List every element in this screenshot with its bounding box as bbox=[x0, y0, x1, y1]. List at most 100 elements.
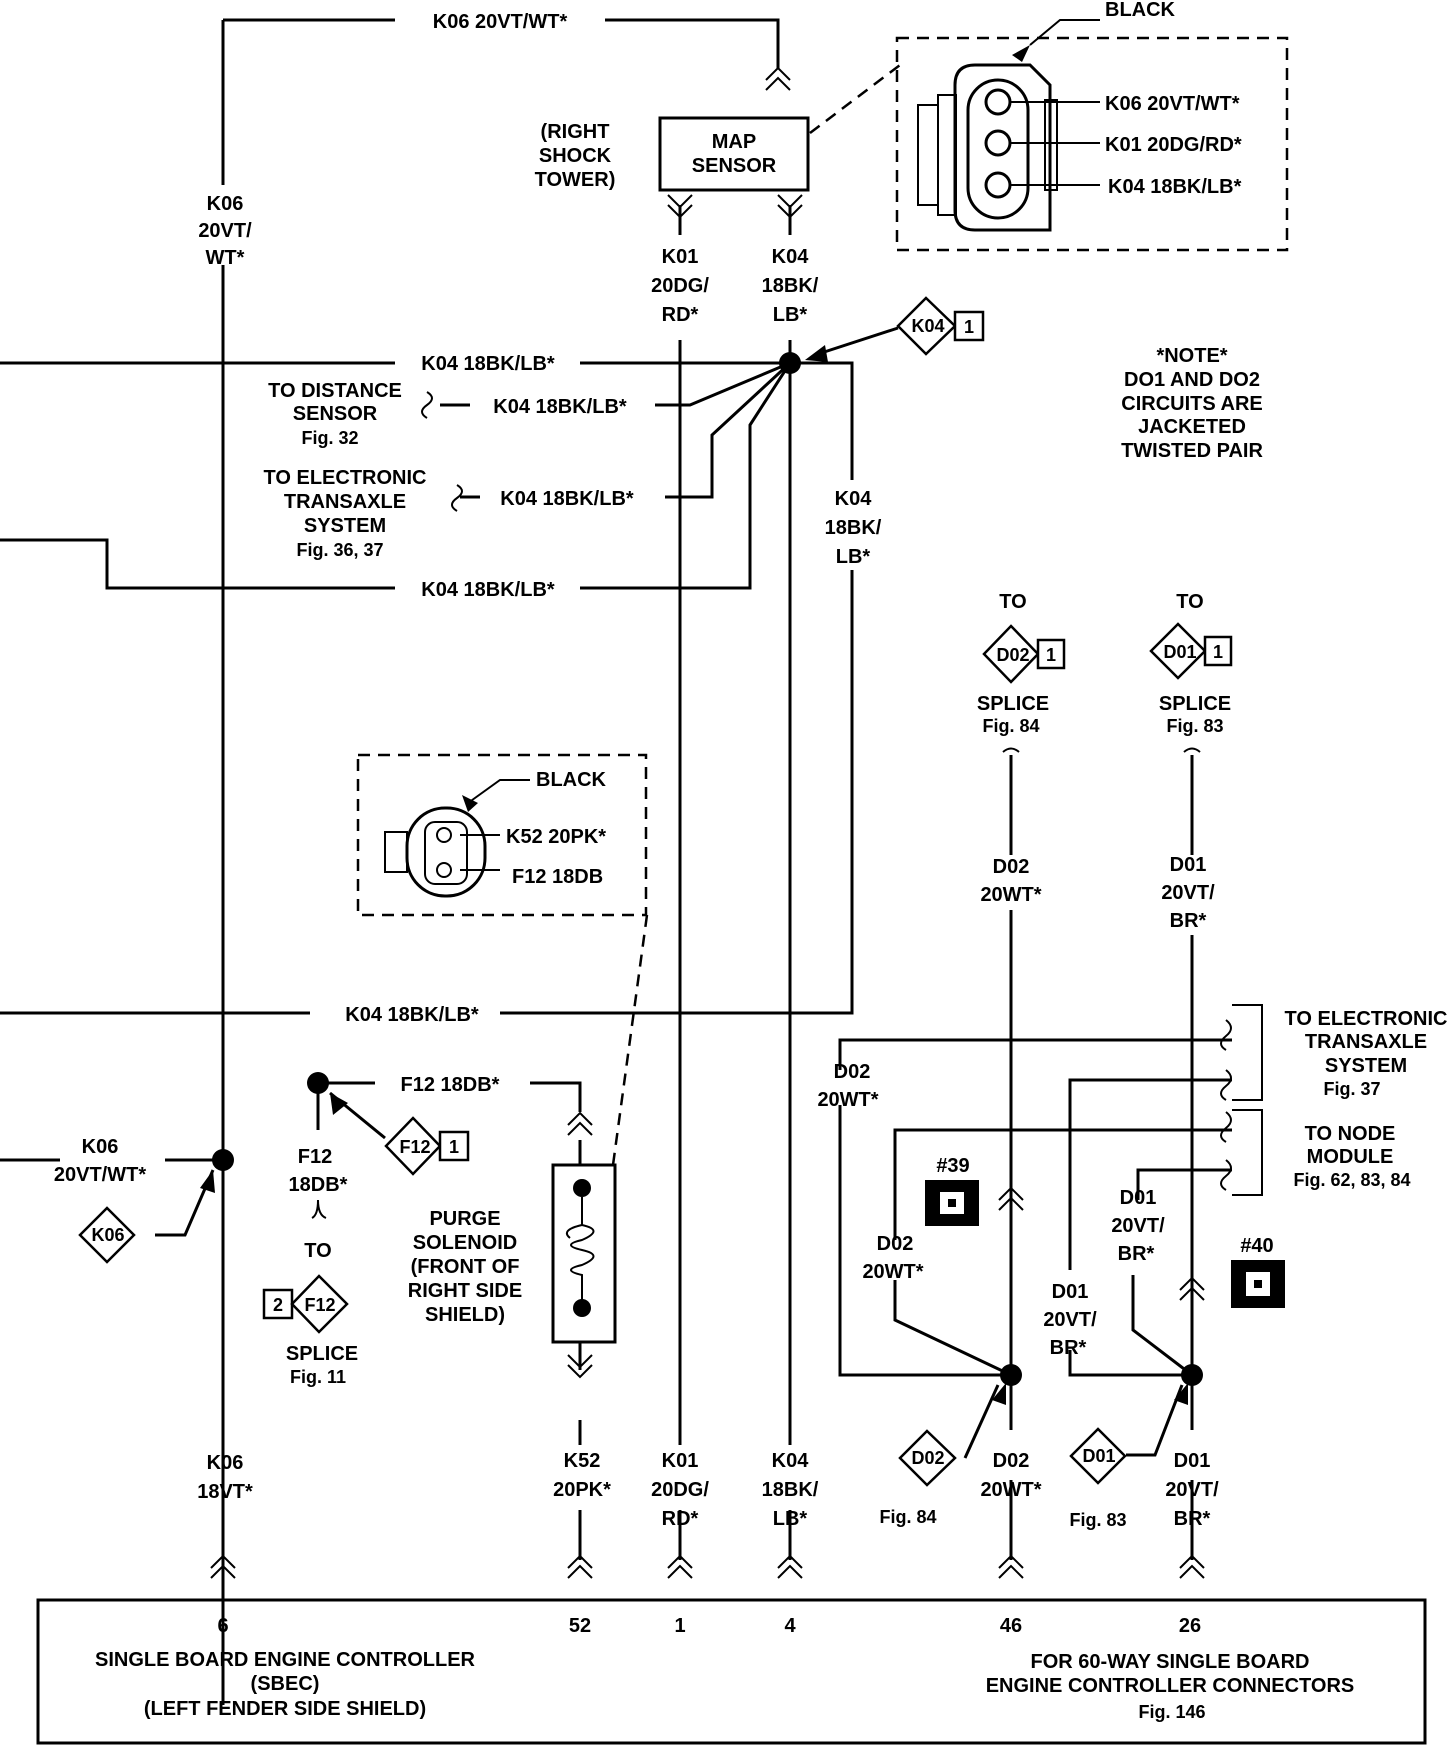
connector-40-label: #40 bbox=[1240, 1235, 1273, 1257]
connector-chevrons bbox=[210, 66, 1205, 1579]
map-pin-2-label: K01 20DG/RD* bbox=[1105, 134, 1242, 156]
ets2-label-1: TO ELECTRONIC bbox=[1285, 1008, 1448, 1030]
d02-l-label-1: D02 bbox=[834, 1061, 871, 1083]
splice-84-label: SPLICE bbox=[977, 693, 1049, 715]
pin-1: 1 bbox=[674, 1615, 685, 1637]
pin-6: 6 bbox=[217, 1615, 228, 1637]
sbec-label-3: (LEFT FENDER SIDE SHIELD) bbox=[144, 1698, 426, 1720]
k04-splice-num: 1 bbox=[964, 317, 974, 337]
pin-4: 4 bbox=[784, 1615, 796, 1637]
fig-84b: Fig. 84 bbox=[879, 1507, 936, 1527]
pin-46: 46 bbox=[1000, 1615, 1022, 1637]
splice-11-fig: Fig. 11 bbox=[290, 1367, 346, 1387]
k04-right-label-3: LB* bbox=[836, 546, 871, 568]
d02-splice-symbol: D02 1 bbox=[982, 624, 1066, 684]
k52-b-label-2: 20PK* bbox=[553, 1479, 611, 1501]
d01-a-label-2: 20VT/ bbox=[1161, 882, 1215, 904]
k06-vert-label-2: 20VT/ bbox=[198, 220, 252, 242]
d02-l-label-2: 20WT* bbox=[817, 1089, 878, 1111]
map-connector-color: BLACK bbox=[1105, 0, 1176, 21]
note-line-5: TWISTED PAIR bbox=[1121, 440, 1263, 462]
distance-sensor-label-1: TO DISTANCE bbox=[268, 380, 402, 402]
k04-h5-label: K04 18BK/LB* bbox=[345, 1004, 479, 1026]
map-sensor: MAP SENSOR bbox=[658, 116, 810, 192]
splice-84-fig: Fig. 84 bbox=[982, 716, 1039, 736]
d01-m-label-3: BR* bbox=[1050, 1337, 1087, 1359]
k01-label-1: K01 bbox=[662, 246, 699, 268]
d01-b-label-1: D01 bbox=[1174, 1450, 1211, 1472]
distance-sensor-label-2: SENSOR bbox=[293, 403, 378, 425]
f12-v-label-2: 18DB* bbox=[289, 1174, 348, 1196]
k04-h3-label: K04 18BK/LB* bbox=[500, 488, 634, 510]
sbec-label-2: (SBEC) bbox=[251, 1673, 320, 1695]
d01-l-label-2: 20VT/ bbox=[1111, 1215, 1165, 1237]
k04-splice-name: K04 bbox=[911, 316, 944, 336]
d02-a-label-2: 20WT* bbox=[980, 884, 1041, 906]
f12-splice-name: F12 bbox=[399, 1137, 430, 1157]
map-pin-1-label: K06 20VT/WT* bbox=[1105, 93, 1240, 115]
fig-83b: Fig. 83 bbox=[1069, 1510, 1126, 1530]
k04-b-label-3: LB* bbox=[773, 1508, 808, 1530]
arrowheads bbox=[200, 45, 1188, 1405]
note-line-4: JACKETED bbox=[1138, 416, 1246, 438]
k52-b-label-1: K52 bbox=[564, 1450, 601, 1472]
k06-splice-name: K06 bbox=[91, 1225, 124, 1245]
purge-connector-detail: BLACK K52 20PK* F12 18DB bbox=[356, 753, 648, 917]
node-fig: Fig. 62, 83, 84 bbox=[1293, 1170, 1410, 1190]
f12-splice2-symbol: 2 F12 bbox=[262, 1274, 349, 1334]
f12-splice-symbol: F12 1 bbox=[384, 1116, 470, 1176]
f12-splice2-num: 2 bbox=[273, 1295, 283, 1315]
purge-label-2: SOLENOID bbox=[413, 1232, 517, 1254]
sbec-label-1: SINGLE BOARD ENGINE CONTROLLER bbox=[95, 1649, 476, 1671]
k06-b-label-1: K06 bbox=[207, 1452, 244, 1474]
k04-right-label-1: K04 bbox=[835, 488, 873, 510]
d01-l-label-1: D01 bbox=[1120, 1187, 1157, 1209]
d01-splice-num: 1 bbox=[1213, 642, 1223, 662]
k04-label-3: LB* bbox=[773, 304, 808, 326]
purge-label-3: (FRONT OF bbox=[411, 1256, 520, 1278]
map-pin-3-label: K04 18BK/LB* bbox=[1108, 176, 1242, 198]
k01-b-label-3: RD* bbox=[662, 1508, 699, 1530]
note-line-1: *NOTE* bbox=[1156, 345, 1227, 367]
d01-bottom-splice-symbol: D01 bbox=[1069, 1427, 1127, 1485]
d02-a-label-1: D02 bbox=[993, 856, 1030, 878]
ets2-label-2: TRANSAXLE bbox=[1305, 1031, 1427, 1053]
k06-b-label-2: 18VT* bbox=[197, 1481, 253, 1503]
k06-l-label-2: 20VT/WT* bbox=[54, 1164, 146, 1186]
d01-b-label-2: 20VT/ bbox=[1165, 1479, 1219, 1501]
wire-breaks bbox=[421, 391, 1232, 1191]
right-shock-label-3: TOWER) bbox=[535, 169, 616, 191]
wires bbox=[0, 18, 1263, 1705]
k01-b-label-1: K01 bbox=[662, 1450, 699, 1472]
k01-label-3: RD* bbox=[662, 304, 699, 326]
purge-label-5: SHIELD) bbox=[425, 1304, 505, 1326]
map-sensor-label-2: SENSOR bbox=[692, 155, 777, 177]
splice-dots bbox=[212, 352, 1203, 1386]
f12-splice2-name: F12 bbox=[304, 1295, 335, 1315]
distance-sensor-fig: Fig. 32 bbox=[301, 428, 358, 448]
purge-solenoid bbox=[551, 1163, 617, 1344]
k04-splice-symbol: K04 1 bbox=[896, 296, 985, 356]
k06-splice-symbol: K06 bbox=[78, 1206, 136, 1264]
purge-label-1: PURGE bbox=[429, 1208, 500, 1230]
f12-h-label: F12 18DB* bbox=[401, 1074, 500, 1096]
d02-b-label-1: D02 bbox=[993, 1450, 1030, 1472]
map-sensor-label-1: MAP bbox=[712, 131, 756, 153]
right-shock-label-1: (RIGHT bbox=[541, 121, 610, 143]
d02-m-label-2: 20WT* bbox=[862, 1261, 923, 1283]
k01-label-2: 20DG/ bbox=[651, 275, 709, 297]
pin-52: 52 bbox=[569, 1615, 591, 1637]
ets2-label-3: SYSTEM bbox=[1325, 1055, 1407, 1077]
d02-bottom-splice-name: D02 bbox=[911, 1448, 944, 1468]
d02-splice-num: 1 bbox=[1046, 645, 1056, 665]
conn-fig: Fig. 146 bbox=[1138, 1702, 1205, 1722]
d01-m-label-1: D01 bbox=[1052, 1281, 1089, 1303]
ets-fig: Fig. 36, 37 bbox=[296, 540, 383, 560]
conn-label-2: ENGINE CONTROLLER CONNECTORS bbox=[986, 1675, 1355, 1697]
sbec-module: 6 52 1 4 46 26 SINGLE BOARD ENGINE CONTR… bbox=[36, 1598, 1427, 1745]
to-d01-label: TO bbox=[1176, 591, 1203, 613]
d01-a-label-3: BR* bbox=[1170, 910, 1207, 932]
connector-40-icon bbox=[1231, 1260, 1285, 1308]
d02-m-label-1: D02 bbox=[877, 1233, 914, 1255]
